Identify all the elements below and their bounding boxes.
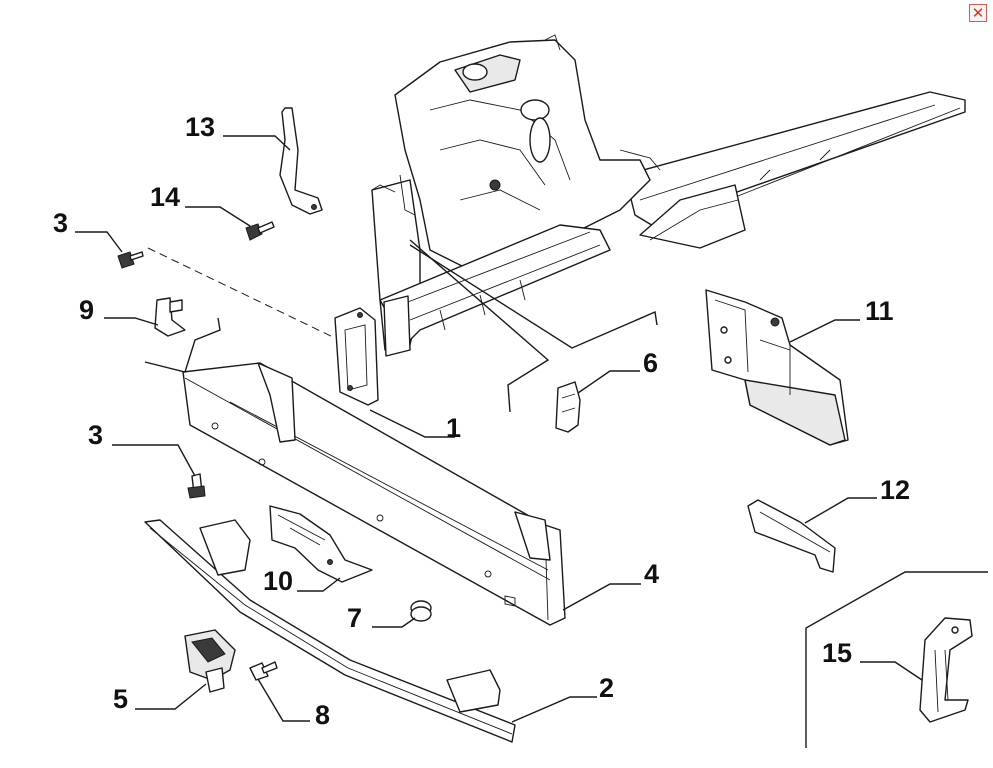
part-10-bracket — [269, 505, 373, 583]
callout-4: 4 — [644, 559, 659, 589]
callout-1: 1 — [446, 413, 461, 443]
callout-3-lower: 3 — [88, 420, 103, 450]
part-1-plate — [334, 307, 379, 406]
close-icon: ✕ — [971, 3, 985, 22]
part-12-bracket — [747, 499, 836, 573]
part-8-bolt — [249, 661, 278, 681]
body-structure — [371, 34, 966, 357]
part-4-crossbeam — [182, 362, 566, 626]
callout-10: 10 — [263, 566, 293, 596]
part-15-inset — [805, 571, 988, 748]
callout-2: 2 — [599, 673, 614, 703]
part-14-bolt — [245, 221, 275, 241]
part-3-lower-bolt — [187, 473, 206, 499]
callout-15: 15 — [822, 638, 852, 668]
callout-3-upper: 3 — [53, 208, 68, 238]
part-9-bracket — [154, 297, 186, 337]
callout-12: 12 — [880, 475, 910, 505]
part-11-support — [705, 289, 849, 446]
leader-lines — [75, 135, 923, 723]
part-2-lower-bar — [144, 519, 516, 743]
part-5-sensor — [184, 629, 236, 693]
callout-11: 11 — [865, 296, 894, 326]
callout-labels: 1 2 3 3 4 5 6 7 8 9 10 11 12 13 14 15 — [53, 112, 910, 730]
callout-14: 14 — [150, 182, 180, 212]
callout-6: 6 — [643, 348, 658, 378]
part-13-bracket — [279, 107, 323, 215]
callout-5: 5 — [113, 684, 128, 714]
part-6-bracket — [555, 381, 581, 433]
callout-8: 8 — [315, 700, 330, 730]
part-7-plug — [410, 600, 432, 622]
callout-9: 9 — [79, 295, 94, 325]
close-button[interactable]: ✕ — [969, 4, 987, 22]
part-3-upper-bolt — [117, 247, 336, 339]
callout-13: 13 — [185, 112, 215, 142]
callout-7: 7 — [347, 603, 362, 633]
